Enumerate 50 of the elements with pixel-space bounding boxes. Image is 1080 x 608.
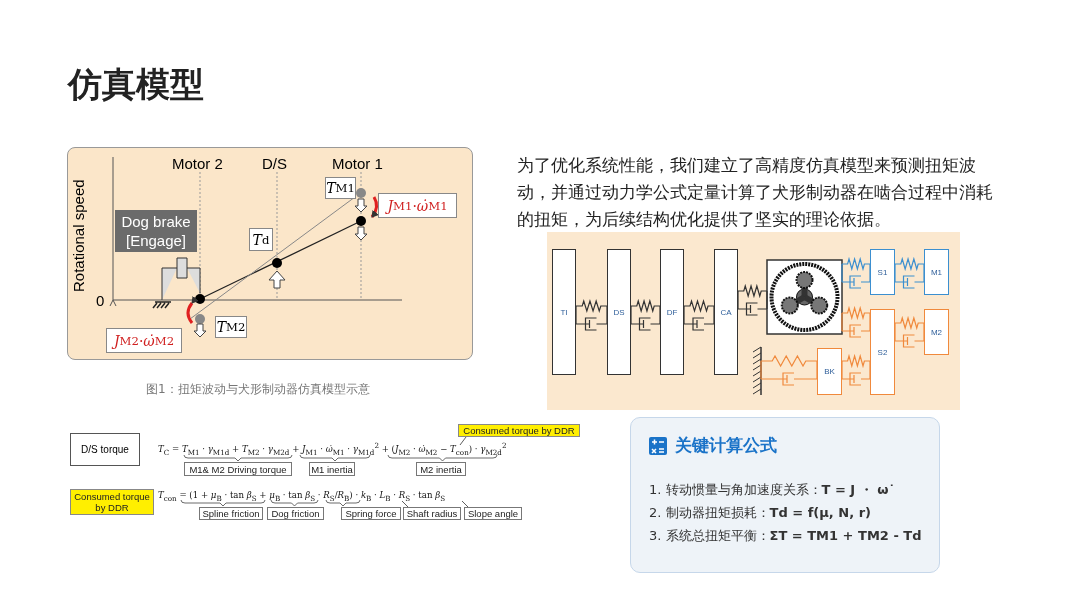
dog-brake-label: Dog brake [Engage] [115, 210, 197, 252]
leader-line [401, 500, 409, 508]
axis-tick-label: Motor 2 [172, 155, 223, 172]
figure-caption: 图1：扭矩波动与犬形制动器仿真模型示意 [146, 381, 370, 398]
formula-card [630, 417, 940, 573]
term-box: D/S torque [70, 433, 140, 466]
term-label: Spline friction [199, 507, 263, 520]
highlight-label: Consumed torque by DDR [458, 424, 580, 437]
formula-text: T$_{con}$ = (1 + μ$_{B}$ · tan β$_{S}$ + μ$_{B}$ · tan β$_{S}$ · R$_{S}$/R$_{B}$) · k$_{B}$ · L$_{B}$ · R$_{S}$ · tan β$_{S}$ [158, 490, 446, 503]
term-label: M1& M2 Driving torque [184, 462, 292, 476]
term-label: Shaft radius [403, 507, 461, 520]
inertia-block: DS [607, 249, 631, 375]
inertia-block: S1 [870, 249, 895, 295]
term-label: Spring force [341, 507, 401, 520]
spring-damper-connector [737, 283, 768, 316]
spring-damper-connector [841, 353, 871, 386]
leader-line [461, 500, 469, 508]
spring-damper-connector [575, 298, 608, 331]
term-label: M2 inertia [416, 462, 466, 476]
spring-damper-connector [841, 305, 871, 338]
brake-block: BK [817, 348, 842, 395]
leader-line [459, 436, 467, 446]
motor-block: M1 [924, 249, 949, 295]
term-label: Slope angle [464, 507, 522, 520]
formula-item: 3. 系统总扭矩平衡：ΣT = TM1 + TM2 - Td [649, 527, 922, 545]
term-label: Dog friction [267, 507, 324, 520]
spring-damper-connector [841, 256, 871, 289]
card-heading: 关键计算公式 [675, 434, 777, 457]
formula-item: 2. 制动器扭矩损耗：Td = f(μ, N, r) [649, 504, 871, 522]
axis-tick-label: D/S [262, 155, 287, 172]
spring-damper-connector [630, 298, 661, 331]
inertia-block: CA [714, 249, 738, 375]
spring-damper-connector [760, 354, 818, 386]
highlight-label: Consumed torque by DDR [70, 489, 154, 515]
slide-title: 仿真模型 [68, 63, 204, 106]
formula-item: 1. 转动惯量与角加速度关系：T = J ・ ω˙ [649, 481, 896, 499]
spring-damper-connector [683, 298, 715, 331]
description-paragraph: 为了优化系统性能，我们建立了高精度仿真模型来预测扭矩波动，并通过动力学公式定量计算了犬形制动器在啮合过程中消耗的扭矩，为后续结构优化提供了坚实的理论依据。 [517, 154, 994, 231]
inertia-block: S2 [870, 309, 895, 395]
axis-tick-label: Motor 1 [332, 155, 383, 172]
term-label: M1 inertia [309, 462, 355, 476]
inertia-block: TI [552, 249, 576, 375]
ground-wall-symbol [752, 346, 762, 396]
planetary-gear-drawing [766, 259, 843, 335]
inertia-block: DF [660, 249, 684, 375]
spring-damper-connector [894, 256, 925, 289]
motor-block: M2 [924, 309, 949, 355]
axis-label: Rotational speed [70, 179, 87, 292]
spring-damper-connector [894, 315, 925, 348]
axis-tick-label: 0 [96, 292, 105, 309]
